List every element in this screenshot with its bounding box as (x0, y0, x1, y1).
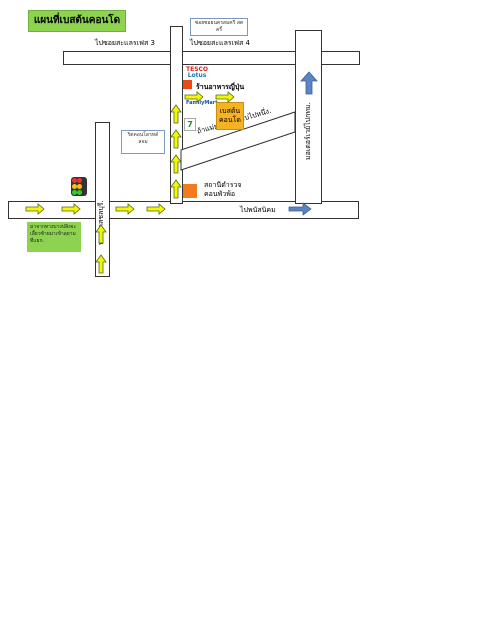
traffic-light-icon (71, 177, 87, 196)
directions-note: มาจากทางบางปลิงจะเลี้ยวซ้ายมาเข้าลุยามที… (27, 222, 81, 252)
right-arrow (146, 203, 166, 215)
left-place-box: ริตคอนโดรทด์ ลจม (121, 130, 165, 154)
up-arrow (95, 224, 107, 244)
top-place-box: ซอยซอยนครสมครี สตครี้ (190, 18, 248, 36)
seven-eleven-label: 7 (187, 120, 193, 129)
blue-right-arrow (288, 202, 312, 216)
top-left-road-label: ไปซอยสะแลรเฟส 3 (95, 39, 155, 47)
top-right-road-label: ไปซอยสะแลรเฟส 4 (190, 39, 250, 47)
right-arrow (61, 203, 81, 215)
right-vertical-road (295, 30, 322, 204)
right-arrow (25, 203, 45, 215)
right-arrow (215, 91, 235, 103)
blue-up-arrow (300, 71, 318, 95)
up-arrow (170, 104, 182, 124)
up-arrow (170, 179, 182, 199)
condo-marker: เบสต้นคอนโด (216, 102, 244, 130)
up-arrow (170, 129, 182, 149)
diagonal-road (180, 111, 296, 171)
condo-label: เบสต้นคอนโด (219, 107, 241, 124)
right-arrow (115, 203, 135, 215)
map-title: แผนที่เบสต้นคอนโด (28, 10, 126, 32)
police-marker (183, 184, 197, 198)
top-road (63, 51, 360, 65)
police-label: สถานีตำรวจ คอนพัวพ้อ (204, 181, 242, 198)
right-arrow (184, 91, 204, 103)
up-arrow (95, 254, 107, 274)
restaurant-marker (183, 80, 192, 89)
main-road-label: ไปพนัสนิคม (240, 206, 276, 214)
seven-eleven-icon: 7 (184, 118, 196, 131)
up-arrow (170, 154, 182, 174)
tesco-lotus-icon: TESCO Lotus (186, 66, 209, 79)
japanese-restaurant-label: ร้านอาหารญี่ปุ่น (196, 83, 245, 91)
familymart-icon: FamilyMart (186, 100, 218, 106)
